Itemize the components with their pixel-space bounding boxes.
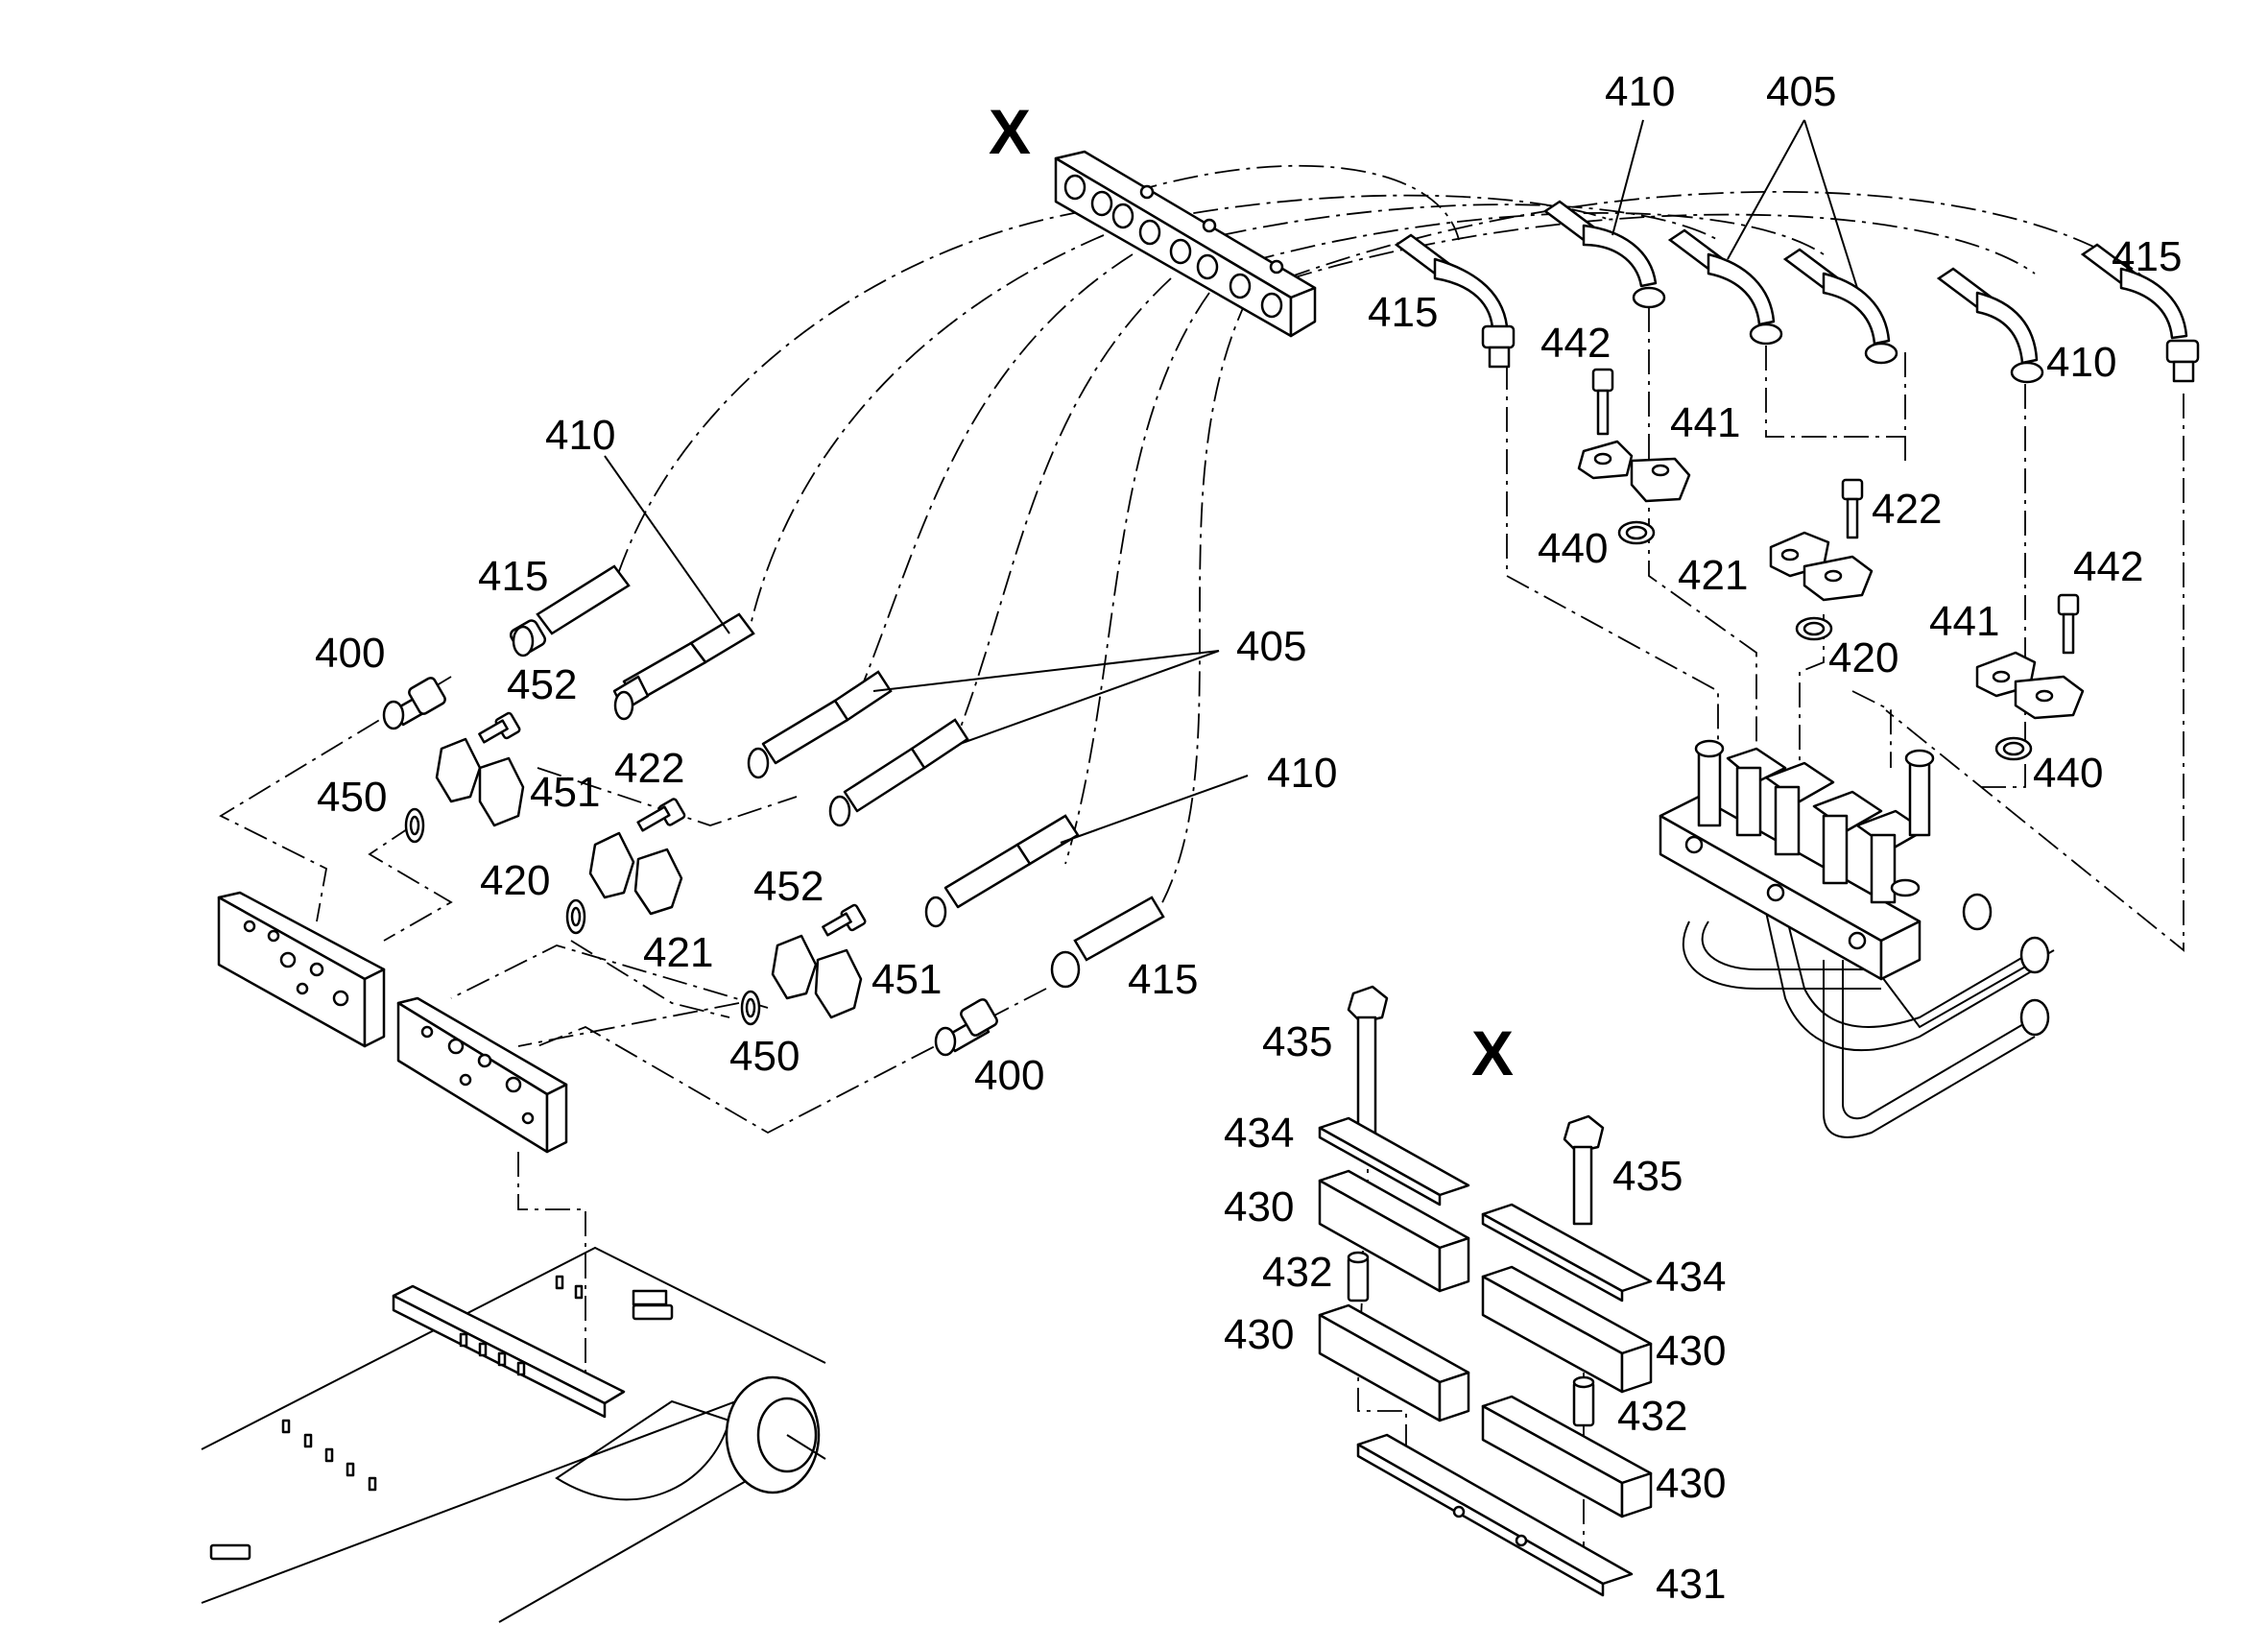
callout-451: 451	[530, 769, 600, 816]
callout-400: 400	[315, 630, 385, 677]
callout-440: 440	[1538, 525, 1608, 572]
valve-manifold-assembly	[1659, 739, 2055, 1138]
callout-410: 410	[2046, 339, 2116, 386]
hose-415-lower	[1050, 896, 1165, 989]
hose-elbow-415-a	[1394, 233, 1516, 369]
hose-elbow-405-b	[1782, 248, 1898, 365]
left-hose-assemblies	[382, 564, 1165, 1057]
callout-440: 440	[2033, 750, 2103, 797]
callout-410: 410	[545, 412, 615, 459]
callout-452: 452	[507, 661, 577, 708]
callout-441: 441	[1670, 399, 1740, 446]
callout-451: 451	[871, 956, 942, 1003]
hose-elbow-405-a	[1667, 228, 1783, 346]
callout-432: 432	[1617, 1393, 1687, 1440]
boom-holes	[281, 1275, 668, 1492]
top-right-hoses	[1394, 200, 2200, 384]
callout-405: 405	[1766, 68, 1836, 115]
callout-434: 434	[1656, 1254, 1726, 1301]
callout-420: 420	[480, 857, 550, 904]
callout-430: 430	[1224, 1183, 1294, 1231]
callout-410: 410	[1267, 750, 1337, 797]
routing-lines	[219, 164, 2184, 1555]
hose-415-upper	[509, 564, 631, 657]
callout-430: 430	[1224, 1311, 1294, 1358]
detail-marker-bottom: X	[1471, 1017, 1514, 1088]
callout-420: 420	[1828, 634, 1898, 681]
hose-405-lower	[828, 718, 969, 827]
callout-431: 431	[1656, 1561, 1726, 1608]
right-clamp-parts	[1577, 368, 2085, 761]
hose-elbow-415-b	[2080, 243, 2200, 383]
callout-410: 410	[1605, 68, 1675, 115]
callout-400: 400	[974, 1052, 1044, 1099]
callout-450: 450	[317, 774, 387, 821]
callout-405: 405	[1236, 623, 1306, 670]
callout-415: 415	[478, 553, 548, 600]
adapter-400-upper	[382, 677, 446, 730]
adapter-400-lower	[934, 998, 998, 1057]
detail-x-clamp-stack	[1318, 985, 1653, 1597]
callout-415: 415	[1128, 956, 1198, 1003]
hose-elbow-410-a	[1542, 200, 1666, 309]
callout-415: 415	[1368, 289, 1438, 336]
hose-410-upper	[612, 612, 755, 721]
hose-405-upper	[747, 670, 893, 779]
clamp-bar-x-top	[1054, 150, 1317, 338]
callout-435: 435	[1612, 1153, 1683, 1200]
callout-415: 415	[2112, 233, 2182, 280]
callout-422: 422	[614, 745, 684, 792]
callout-432: 432	[1262, 1249, 1332, 1296]
callout-441: 441	[1929, 598, 1999, 645]
callout-422: 422	[1872, 486, 1942, 533]
callout-435: 435	[1262, 1018, 1332, 1065]
detail-marker-top: X	[989, 96, 1031, 167]
callout-labels: 410 405 415 415 442 410 441 422 440 421 …	[315, 68, 2182, 1608]
callout-442: 442	[2073, 543, 2143, 590]
callout-421: 421	[643, 929, 713, 976]
callout-430: 430	[1656, 1327, 1726, 1374]
hose-410-lower	[924, 814, 1080, 928]
manifold-valves	[1694, 739, 1935, 904]
callout-450: 450	[729, 1033, 800, 1080]
left-manifold-plates	[217, 891, 568, 1154]
callout-421: 421	[1678, 552, 1748, 599]
leader-lines	[604, 119, 1858, 844]
boom-arm	[201, 1246, 826, 1623]
hose-elbow-410-b	[1936, 267, 2044, 384]
callout-430: 430	[1656, 1460, 1726, 1507]
callout-442: 442	[1540, 320, 1611, 367]
callout-452: 452	[753, 863, 824, 910]
callout-434: 434	[1224, 1110, 1294, 1157]
